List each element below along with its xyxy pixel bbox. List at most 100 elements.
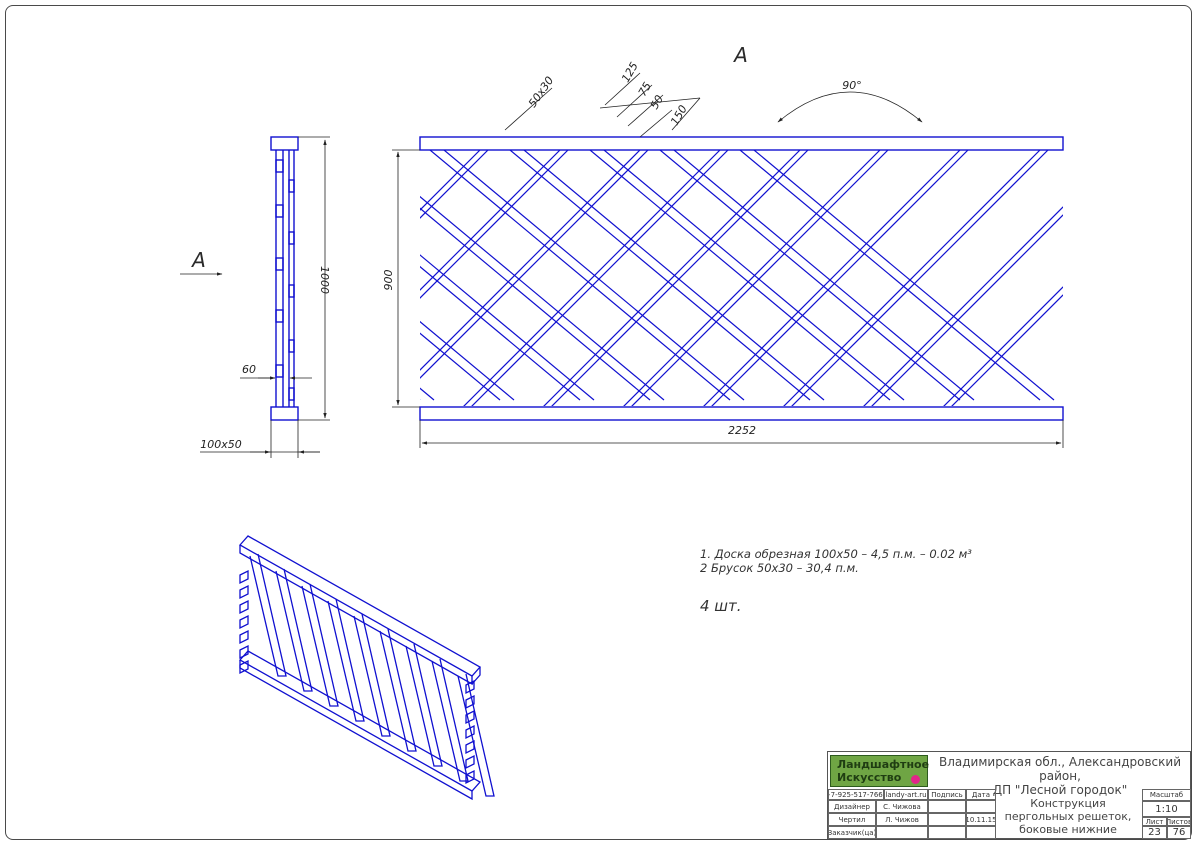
- iso-cross-slat-end: [239, 644, 249, 660]
- designer-name: С. Чижова: [876, 800, 928, 813]
- customer-date: [966, 826, 996, 839]
- iso-cross-slat-end: [465, 754, 475, 770]
- lattice-cross-edge: [631, 150, 889, 406]
- iso-cross-slat-end: [239, 599, 249, 615]
- sheet-label: Лист: [1142, 817, 1167, 826]
- angle-dim: 90°: [842, 79, 862, 92]
- lattice-slat-edge: [673, 150, 975, 401]
- total-length-dim: 2252: [728, 424, 756, 437]
- lattice-cross-edge: [463, 150, 721, 406]
- lattice-cross-edge: [943, 286, 1063, 406]
- iso-slat: [327, 598, 365, 722]
- designer-label: Дизайнер: [828, 800, 876, 813]
- lattice-cross-edge: [551, 150, 809, 406]
- subject-line-3: боковые нижние: [1019, 823, 1117, 836]
- lattice-cross-edge: [951, 294, 1063, 406]
- spacing-125-dim: 125: [619, 60, 641, 85]
- lattice-slats: [0, 150, 1063, 406]
- slat-section-dim: 50x30: [526, 74, 556, 110]
- date-header: Дата: [966, 789, 996, 800]
- side-top-board: [270, 136, 299, 151]
- note-line-1: 1. Доска обрезная 100х50 – 4,5 п.м. – 0.…: [700, 547, 972, 561]
- lattice-cross-edge: [420, 150, 641, 371]
- drawing-date: 10.11.15: [966, 813, 996, 826]
- logo-line-2: Искусство: [837, 771, 902, 784]
- project-address: Владимирская обл., Александровский район…: [930, 755, 1190, 797]
- drafter-name: Л. Чижов: [876, 813, 928, 826]
- lattice-cross-edge: [703, 150, 961, 406]
- iso-cross-slat-end: [239, 569, 249, 585]
- side-view: [270, 136, 299, 421]
- lattice-slat-edge: [420, 207, 651, 401]
- iso-cross-slat-end: [465, 694, 475, 710]
- lattice-slat-edge: [0, 150, 250, 400]
- iso-cross-slat-end: [239, 629, 249, 645]
- iso-slat: [275, 568, 313, 692]
- customer-label: Заказчик(ца): [828, 826, 876, 839]
- iso-slat: [405, 643, 443, 767]
- arrow-marker: A: [190, 248, 206, 272]
- material-notes: 1. Доска обрезная 100х50 – 4,5 п.м. – 0.…: [700, 547, 972, 575]
- lattice-cross-edge: [420, 150, 649, 379]
- lattice-slat-edge: [753, 150, 1055, 401]
- iso-cross-slat-end: [239, 584, 249, 600]
- lattice-slat-edge: [420, 320, 515, 401]
- drawing-subject: Конструкция пергольных решеток, боковые …: [998, 797, 1138, 836]
- front-top-board: [419, 136, 1064, 151]
- address-line-1: Владимирская обл., Александровский район…: [939, 755, 1181, 783]
- spacing-150-dim: 150: [668, 103, 690, 128]
- front-height-dim: 900: [382, 270, 395, 291]
- lattice-cross-edge: [543, 150, 801, 406]
- board-section-dim: 100x50: [200, 438, 242, 451]
- lattice-cross-edge: [623, 150, 881, 406]
- lattice-cross-edge: [420, 150, 489, 219]
- customer-name: [876, 826, 928, 839]
- note-line-2: 2 Брусок 50х30 – 30,4 п.м.: [700, 561, 859, 575]
- lattice-slat-edge: [420, 254, 595, 401]
- iso-slat: [457, 673, 495, 797]
- sheets-total: 76: [1167, 826, 1191, 839]
- lattice-cross-edge: [791, 150, 1049, 406]
- designer-signature: [928, 800, 966, 813]
- iso-slat: [379, 628, 417, 752]
- quantity-text: 4 шт.: [700, 597, 742, 615]
- lattice-slat-edge: [589, 150, 891, 401]
- drafter-label: Чертил: [828, 813, 876, 826]
- sheets-label: Листов: [1167, 817, 1191, 826]
- lattice-slat-edge: [659, 150, 961, 401]
- lattice-cross-edge: [871, 214, 1063, 406]
- drawing-frame: [5, 5, 1192, 840]
- side-height-dim: 1000: [318, 266, 331, 294]
- scale-value: 1:10: [1142, 801, 1191, 817]
- lattice-slat-edge: [739, 150, 1041, 401]
- customer-signature: [928, 826, 966, 839]
- title-block: Ландшафтное Искусство Владимирская обл.,…: [827, 751, 1191, 839]
- company-logo: Ландшафтное Искусство: [830, 755, 930, 787]
- lattice-slat-edge: [429, 150, 731, 401]
- iso-slat: [431, 658, 469, 782]
- lattice-slat-edge: [603, 150, 905, 401]
- lattice-cross-edge: [420, 150, 561, 291]
- lattice-cross-edge: [863, 206, 1063, 406]
- iso-slat: [249, 553, 287, 677]
- drafter-signature: [928, 813, 966, 826]
- iso-cross-slat-end: [239, 659, 249, 675]
- lattice-slat-edge: [443, 150, 745, 401]
- lattice-slat-edge: [509, 150, 811, 401]
- logo-line-1: Ландшафтное: [837, 758, 930, 771]
- designer-date: [966, 800, 996, 813]
- sheet-number: 23: [1142, 826, 1167, 839]
- lattice-slat-edge: [420, 332, 501, 401]
- lattice-slat-edge: [0, 150, 264, 400]
- iso-cross-slat-end: [465, 709, 475, 725]
- address-line-2: ДП "Лесной городок": [992, 783, 1128, 797]
- lattice-slat-edge: [30, 150, 330, 400]
- lattice-slat-edge: [44, 150, 344, 400]
- website: landy-art.ru: [884, 789, 928, 800]
- iso-cross-slat-end: [465, 679, 475, 695]
- lattice-cross-edge: [783, 150, 1041, 406]
- front-view: [0, 136, 1064, 421]
- side-dimensions: [180, 136, 330, 458]
- iso-cross-slat-end: [465, 724, 475, 740]
